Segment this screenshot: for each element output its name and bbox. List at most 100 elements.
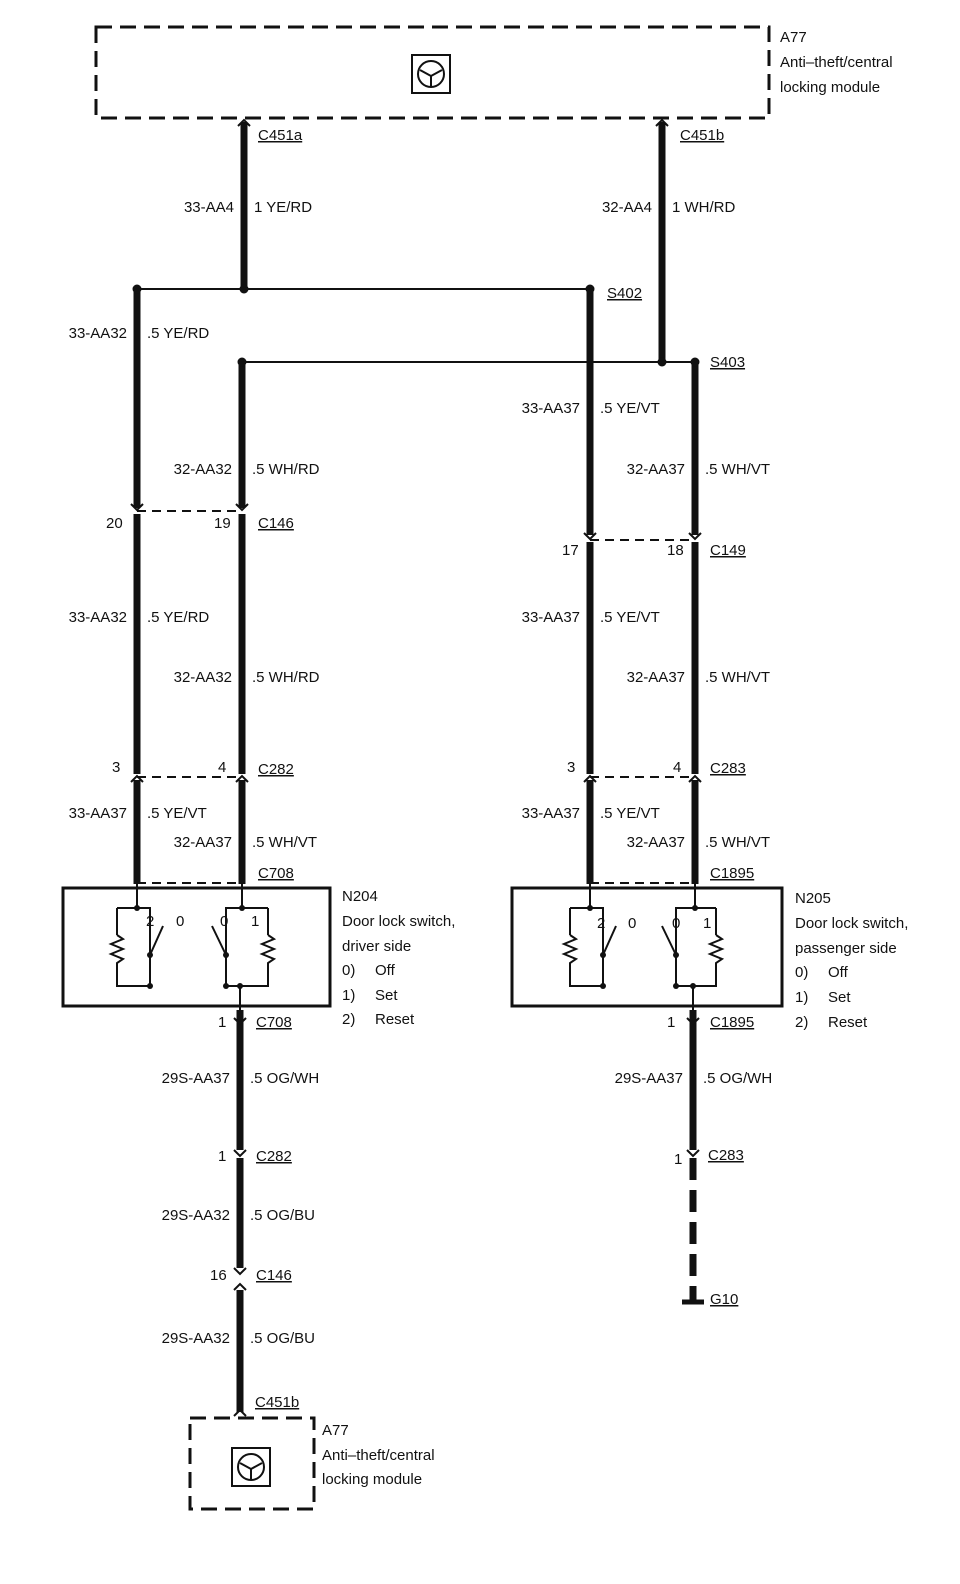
chevron-icon (233, 1282, 247, 1291)
wire-id: 29S-AA37 (615, 1070, 683, 1087)
switch-driver-box: 2 0 0 1 (61, 884, 332, 1010)
module-bottom-name-2: locking module (322, 1471, 422, 1488)
steering-wheel-icon (231, 1447, 271, 1487)
wire-spec: .5 WH/RD (252, 669, 320, 686)
connector-c1895-top: C1895 (710, 865, 754, 882)
switch-passenger-pos0-label: Off (828, 964, 849, 981)
connector-c283-bottom: C283 (708, 1147, 744, 1164)
module-bottom: A77 Anti–theft/central locking module (188, 1416, 435, 1511)
pin-3-left: 3 (112, 759, 120, 776)
ground-g10: G10 (710, 1291, 738, 1308)
connector-c708-top: C708 (258, 865, 294, 882)
pin-17: 17 (562, 542, 579, 559)
switch-passenger-pos0-key: 0) (795, 964, 808, 981)
switch-driver-name-1: Door lock switch, (342, 913, 455, 930)
switch-driver-pos2-key: 2) (342, 1011, 355, 1028)
chevron-icon (688, 532, 702, 541)
wires (133, 122, 699, 1412)
pin-3-right: 3 (567, 759, 575, 776)
connector-c451b-top: C451b (680, 127, 724, 144)
wire-spec: .5 OG/BU (250, 1330, 315, 1347)
chevron-icon (233, 1408, 247, 1417)
splice-dot (132, 284, 142, 294)
wire-id: 33-AA32 (69, 325, 127, 342)
module-top-outline (94, 25, 771, 120)
wire-spec: .5 WH/VT (705, 461, 770, 478)
switch-driver-pos0-key: 0) (342, 962, 355, 979)
chevron-icon (237, 118, 251, 127)
connector-labels: C451a C451b S402 S403 C146 C149 C282 C28… (255, 127, 754, 1411)
pin-19: 19 (214, 515, 231, 532)
connector-c451a: C451a (258, 127, 303, 144)
wire-spec: .5 YE/RD (147, 609, 209, 626)
connector-c146-top: C146 (258, 515, 294, 532)
wire-id: 32-AA37 (627, 834, 685, 851)
splice-dot (690, 357, 700, 367)
switch-driver-mark-2: 2 (146, 913, 154, 930)
wire-spec: .5 WH/VT (705, 669, 770, 686)
pin-1-c282: 1 (218, 1148, 226, 1165)
wire-id: 33-AA37 (69, 805, 127, 822)
steering-wheel-icon (411, 54, 451, 94)
chevron-icon (130, 774, 144, 783)
switch-passenger-pos1-label: Set (828, 989, 851, 1006)
wire-id: 32-AA32 (174, 669, 232, 686)
connector-c283-top: C283 (710, 760, 746, 777)
switch-passenger-pos1-key: 1) (795, 989, 808, 1006)
module-bottom-name-1: Anti–theft/central (322, 1447, 435, 1464)
pin-18: 18 (667, 542, 684, 559)
wire-id: 32-AA32 (174, 461, 232, 478)
chevron-icon (686, 1149, 700, 1158)
switch-passenger-mark-0a: 0 (628, 915, 636, 932)
connector-c1895-bottom: C1895 (710, 1014, 754, 1031)
switch-driver-pos2-label: Reset (375, 1011, 415, 1028)
switch-passenger-name-2: passenger side (795, 940, 897, 957)
module-top-name-2: locking module (780, 79, 880, 96)
wire-spec: .5 WH/VT (252, 834, 317, 851)
switch-driver-mark-0a: 0 (176, 913, 184, 930)
splice-dot (237, 357, 247, 367)
wire-spec: .5 WH/RD (252, 461, 320, 478)
wire-spec: .5 YE/VT (600, 609, 660, 626)
wire-spec: .5 YE/RD (147, 325, 209, 342)
switch-passenger-name-1: Door lock switch, (795, 915, 908, 932)
wire-spec: .5 OG/WH (703, 1070, 772, 1087)
switch-driver-pos1-label: Set (375, 987, 398, 1004)
wire-spec: .5 YE/VT (600, 400, 660, 417)
pin-4-right: 4 (673, 759, 681, 776)
wire-id: 32-AA37 (627, 669, 685, 686)
connector-c708-bottom: C708 (256, 1014, 292, 1031)
switch-driver-pos0-label: Off (375, 962, 396, 979)
wire-spec: .5 WH/VT (705, 834, 770, 851)
splice-s402: S402 (607, 285, 642, 302)
wire-id: 29S-AA37 (162, 1070, 230, 1087)
connector-c149: C149 (710, 542, 746, 559)
wire-id: 32-AA4 (602, 199, 652, 216)
module-bottom-code: A77 (322, 1422, 349, 1439)
splice-s403: S403 (710, 354, 745, 371)
wire-id: 33-AA37 (522, 609, 580, 626)
pin-4-left: 4 (218, 759, 226, 776)
switch-passenger-box: 2 0 0 1 (510, 884, 784, 1010)
chevron-icon (688, 774, 702, 783)
chevron-icon (235, 503, 249, 512)
switch-driver-mark-0b: 0 (220, 913, 228, 930)
wire-spec: .5 YE/VT (600, 805, 660, 822)
module-top-code: A77 (780, 29, 807, 46)
pin-16-c146: 16 (210, 1267, 227, 1284)
switch-driver-name-2: driver side (342, 938, 411, 955)
pin-1-c283: 1 (674, 1151, 682, 1168)
switch-driver-mark-1: 1 (251, 913, 259, 930)
chevron-icon (686, 1017, 700, 1026)
switch-driver-desc: N204 Door lock switch, driver side 0) Of… (342, 888, 455, 1028)
chevron-icon (583, 774, 597, 783)
chevron-icon (583, 532, 597, 541)
switch-passenger-desc: N205 Door lock switch, passenger side 0)… (795, 890, 908, 1031)
pin-1-c708: 1 (218, 1014, 226, 1031)
wire-id: 33-AA4 (184, 199, 234, 216)
switch-passenger-mark-0b: 0 (672, 915, 680, 932)
pin-20: 20 (106, 515, 123, 532)
switch-passenger-pos2-label: Reset (828, 1014, 868, 1031)
chevron-icon (233, 1267, 247, 1276)
